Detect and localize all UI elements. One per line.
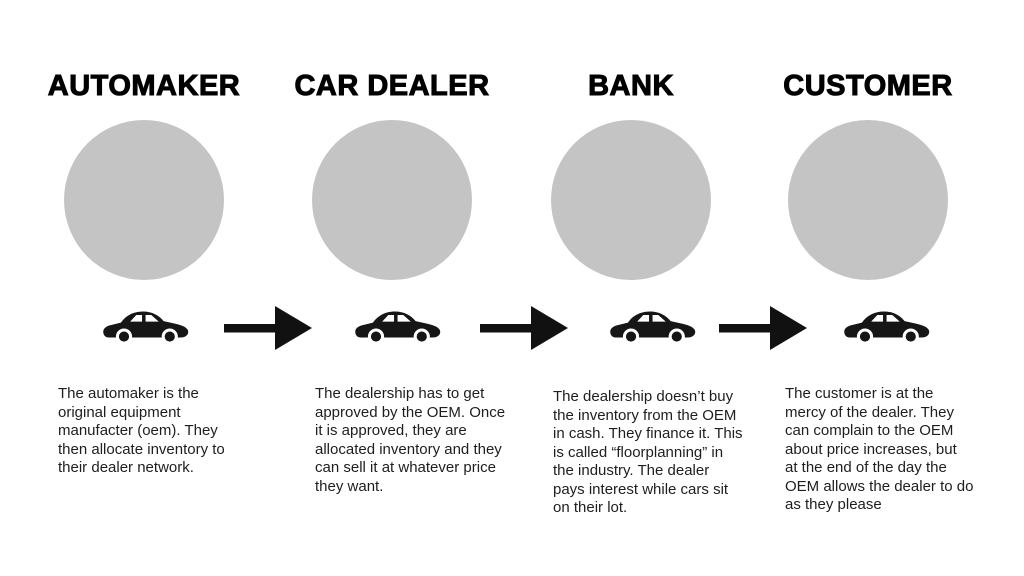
column-description: The automaker is the original equipment … <box>58 385 225 476</box>
column-title: CUSTOMER <box>783 70 953 103</box>
column-description: The customer is at the mercy of the deal… <box>785 385 974 513</box>
column-title: BANK <box>588 70 674 103</box>
placeholder-circle <box>788 120 948 280</box>
arrow-right-icon <box>224 305 312 351</box>
column-description: The dealership has to get approved by th… <box>315 385 506 495</box>
column-automaker: AUTOMAKER The automaker is the original … <box>24 0 264 576</box>
car-icon <box>609 306 697 346</box>
column-bank: BANK The dealership doesn’t buy the inve… <box>511 0 751 576</box>
column-title: CAR DEALER <box>294 70 490 103</box>
car-icon <box>102 306 190 346</box>
car-icon <box>354 306 442 346</box>
placeholder-circle <box>551 120 711 280</box>
arrow-right-icon <box>719 305 807 351</box>
car-icon <box>843 306 931 346</box>
column-description: The dealership doesn’t buy the inventory… <box>553 388 743 516</box>
column-car-dealer: CAR DEALER The dealership has to get app… <box>272 0 512 576</box>
placeholder-circle <box>312 120 472 280</box>
column-customer: CUSTOMER The customer is at the mercy of… <box>748 0 988 576</box>
placeholder-circle <box>64 120 224 280</box>
column-title: AUTOMAKER <box>47 70 241 103</box>
arrow-right-icon <box>480 305 568 351</box>
